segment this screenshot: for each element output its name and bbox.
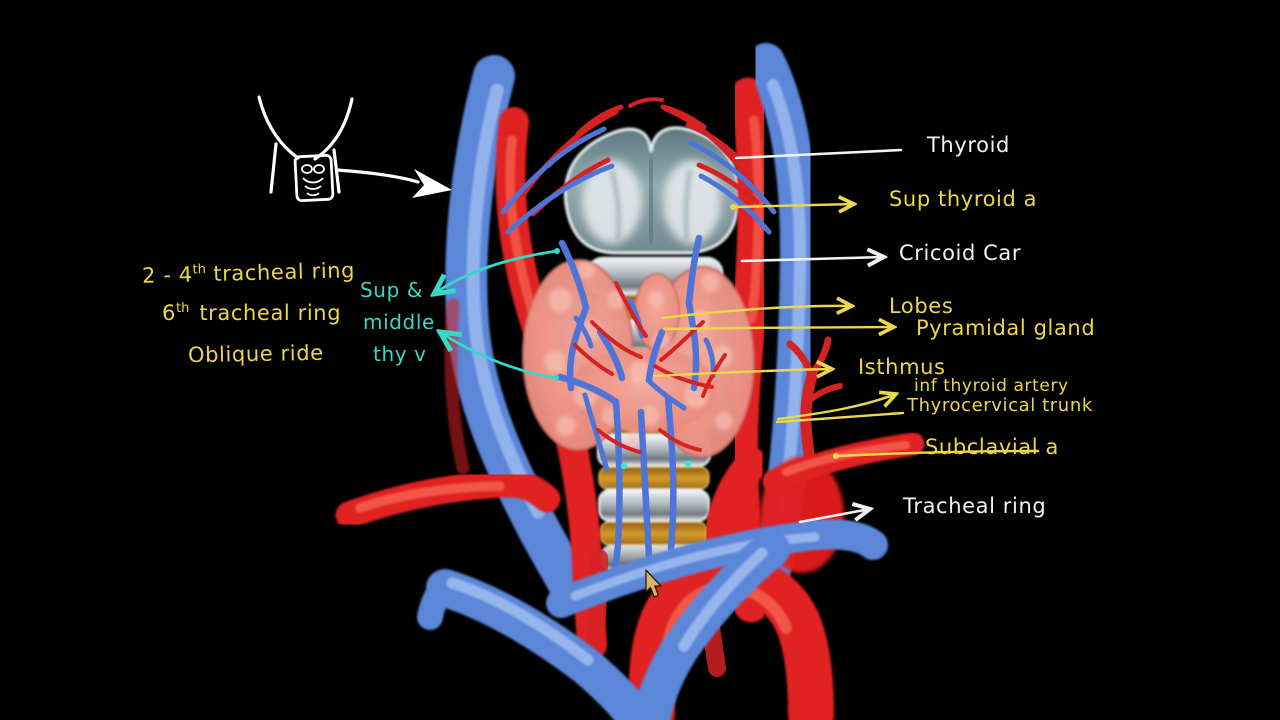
label-connectors — [434, 148, 1040, 524]
label-cricoid-car: Cricoid Car — [899, 241, 1022, 265]
label-isthmus: Isthmus — [858, 355, 946, 379]
label-tracheal-ring: Tracheal ring — [903, 494, 1047, 518]
cursor-icon — [645, 569, 662, 598]
inset-pointer-arrow — [335, 168, 452, 198]
label-sup-middle-thy-v-line3: thy v — [373, 342, 427, 366]
label-lobes: Lobes — [889, 294, 954, 318]
label-sup-thyroid-a: Sup thyroid a — [889, 187, 1038, 211]
label-sup-middle-thy-v-line2: middle — [363, 310, 435, 334]
label-thyroid: Thyroid — [927, 133, 1010, 157]
label-inf-thyroid-artery: inf thyroid artery — [914, 376, 1069, 396]
thyroid-artery-twigs — [573, 281, 727, 454]
neck-sketch — [257, 95, 452, 203]
thyroid-gland — [522, 259, 755, 458]
brachiocephalic-veins — [417, 530, 790, 720]
great-vessels — [335, 432, 925, 720]
label-thyrocervical-trunk: Thyrocervical trunk — [907, 395, 1093, 416]
label-pyramidal-gland: Pyramidal gland — [916, 316, 1096, 340]
thyroid-cartilage — [563, 126, 741, 255]
label-subclavial-a: Subclavial a — [925, 435, 1059, 459]
gland-texture — [544, 261, 733, 449]
label-oblique-ride: Oblique ride — [187, 340, 324, 368]
label-sup-middle-thy-v-line1: Sup & — [360, 278, 424, 302]
thyroid-veins — [556, 234, 716, 572]
subclavian-artery-left — [335, 470, 561, 529]
label-tracheal-ring-2-4: 2 - 4th tracheal ring — [141, 258, 356, 288]
mini-thyroid-doodle — [301, 164, 325, 197]
superior-vessel-branches — [500, 97, 777, 235]
jugular-vein-left — [445, 55, 589, 603]
